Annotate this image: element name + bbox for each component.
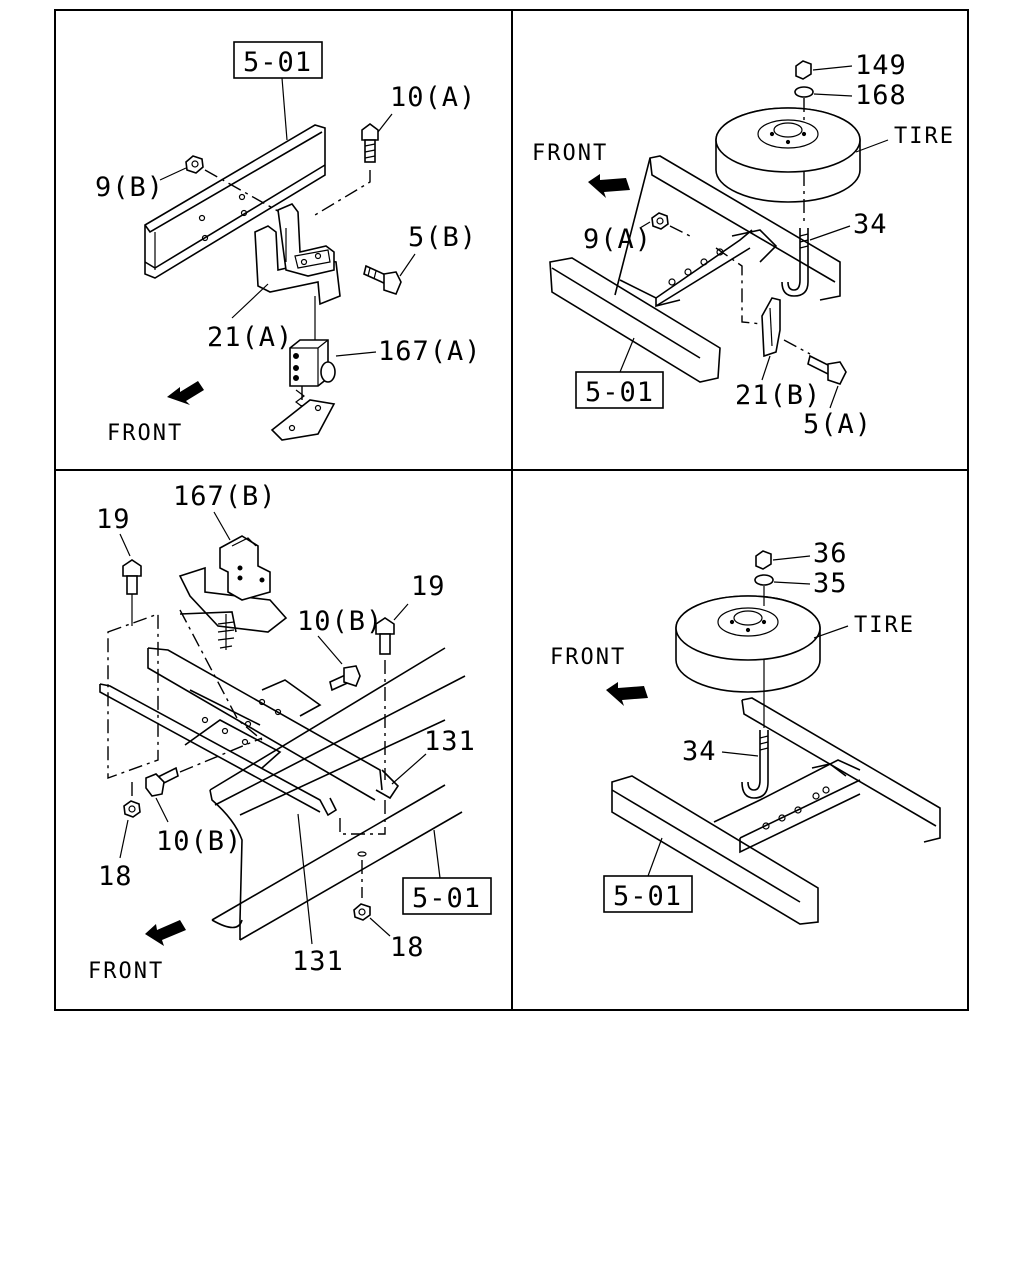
panel-bottom-right: TIRE 36 35 34 xyxy=(550,538,941,925)
bolt-10b-top: 10(B) xyxy=(297,606,383,692)
frame-rail xyxy=(144,124,326,279)
label-19-left: 19 xyxy=(96,504,131,535)
ref-box: 5-01 xyxy=(575,337,664,409)
label-19-right: 19 xyxy=(411,571,446,602)
front-label: FRONT xyxy=(532,141,608,166)
panel-top-left: 5-01 10(A) 9(B) xyxy=(95,41,482,446)
ref-box-label: 5-01 xyxy=(613,881,682,912)
washer-168: 168 xyxy=(794,80,907,120)
front-arrow-icon xyxy=(588,174,630,198)
tire: TIRE xyxy=(675,595,915,693)
part-167a: 167(A) xyxy=(270,296,482,441)
label-group-131: 131 131 xyxy=(292,726,476,977)
ref-box: 5-01 xyxy=(402,829,492,915)
nut-36: 36 xyxy=(755,538,848,570)
front-label: FRONT xyxy=(107,421,183,446)
label-18-right: 18 xyxy=(390,932,425,963)
label-tire: TIRE xyxy=(894,124,955,149)
bolt-5a: 5(A) xyxy=(803,354,872,440)
ref-box-label: 5-01 xyxy=(243,47,312,78)
hook-bolt-34: 34 xyxy=(682,660,769,799)
bracket-21b: 21(B) xyxy=(715,247,821,411)
frame-rail xyxy=(549,155,841,383)
frame-rail xyxy=(611,697,941,925)
front-arrow-icon xyxy=(167,381,204,405)
label-167a: 167(A) xyxy=(378,336,482,367)
washer-35: 35 xyxy=(754,568,848,606)
label-167b: 167(B) xyxy=(173,481,277,512)
ref-box-label: 5-01 xyxy=(585,377,654,408)
side-plate xyxy=(107,613,159,779)
hook-bolt-34: 34 xyxy=(781,172,888,297)
nut-9b: 9(B) xyxy=(95,155,286,216)
label-21b: 21(B) xyxy=(735,380,821,411)
tire: TIRE xyxy=(715,107,955,203)
label-9b: 9(B) xyxy=(95,172,164,203)
label-131-right: 131 xyxy=(424,726,476,757)
label-10b-top: 10(B) xyxy=(297,606,383,637)
label-10a: 10(A) xyxy=(390,82,476,113)
front-arrow-icon xyxy=(145,920,186,946)
nut-18-right: 18 xyxy=(353,860,425,963)
bolt-10b-bottom: 10(B) xyxy=(145,737,263,857)
ref-box-label: 5-01 xyxy=(412,883,481,914)
front-arrow-icon xyxy=(606,682,648,706)
label-35: 35 xyxy=(813,568,848,599)
label-34: 34 xyxy=(682,736,717,767)
nut-18-left: 18 xyxy=(98,782,141,892)
label-21a: 21(A) xyxy=(207,322,293,353)
front-label: FRONT xyxy=(550,645,626,670)
label-168: 168 xyxy=(855,80,907,111)
label-tire: TIRE xyxy=(854,613,915,638)
nut-149: 149 xyxy=(795,50,907,81)
label-5b: 5(B) xyxy=(408,222,477,253)
bolt-19-left: 19 xyxy=(96,504,142,626)
panel-top-right: TIRE 149 168 34 xyxy=(532,50,955,440)
bolt-10a: 10(A) xyxy=(314,82,476,216)
nut-9a: 9(A) xyxy=(583,212,691,255)
label-149: 149 xyxy=(855,50,907,81)
bolt-19-right: 19 xyxy=(375,571,446,780)
frame-rail xyxy=(209,647,466,941)
ref-box: 5-01 xyxy=(233,41,323,141)
bracket-167b: 167(B) xyxy=(173,481,288,741)
label-131-bottom: 131 xyxy=(292,946,344,977)
diagram-frame xyxy=(54,9,969,1011)
front-label: FRONT xyxy=(88,959,164,984)
label-36: 36 xyxy=(813,538,848,569)
label-18-left: 18 xyxy=(98,861,133,892)
label-9a: 9(A) xyxy=(583,224,652,255)
label-34: 34 xyxy=(853,209,888,240)
label-5a: 5(A) xyxy=(803,409,872,440)
bracket-21a: 21(A) xyxy=(207,203,341,353)
bolt-5b: 5(B) xyxy=(363,222,477,295)
panel-bottom-left: 167(B) 19 19 10(B) xyxy=(88,481,492,984)
ref-box: 5-01 xyxy=(603,837,693,913)
label-10b-bottom: 10(B) xyxy=(156,826,242,857)
